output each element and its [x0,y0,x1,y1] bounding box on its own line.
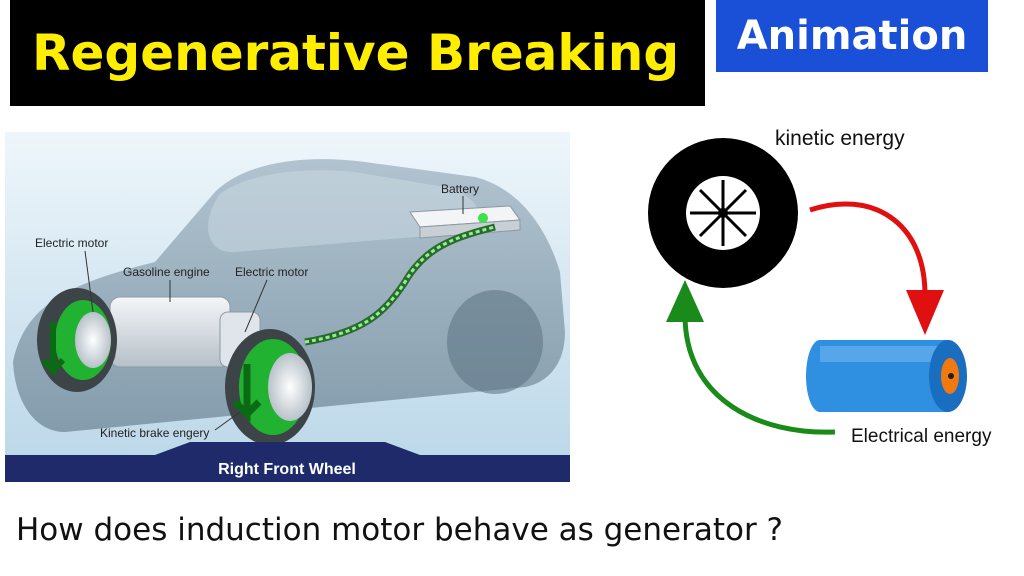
car-illustration: Battery Electric motor Gasoline engine [5,132,570,482]
car-diagram: Battery Electric motor Gasoline engine [5,132,570,482]
to-kinetic-arrow [682,314,836,435]
question-text: How does induction motor behave as gener… [16,512,784,548]
generator-cylinder-icon [806,340,967,412]
right-front-wheel [225,329,315,445]
to-kinetic-arrowhead [666,280,704,322]
page-title: Regenerative Breaking [32,24,680,82]
battery-label: Battery [441,182,479,196]
animation-tag: Animation [716,0,988,72]
to-electrical-arrow [809,201,928,296]
rear-right-wheel [447,290,543,394]
left-front-wheel [37,288,117,392]
electrical-energy-label: Electrical energy [851,426,992,447]
kinetic-energy-label: kinetic energy [775,127,905,150]
animation-tag-label: Animation [736,13,968,59]
kinetic-brake-label: Kinetic brake engery [100,426,209,440]
to-electrical-arrowhead [906,290,944,335]
car-window [208,170,479,253]
gasoline-engine-label: Gasoline engine [123,265,210,279]
electric-motor-front-label: Electric motor [235,265,308,279]
wheel-icon [648,138,798,288]
title-banner: Regenerative Breaking [10,0,705,106]
energy-cycle-diagram: kinetic energy Electrical energy [640,110,1024,460]
energy-cycle-svg: kinetic energy Electrical energy [640,110,1024,460]
caption-label: Right Front Wheel [218,461,356,478]
battery-icon [409,205,521,239]
caption-bar [5,455,570,482]
electric-motor-rear-label: Electric motor [35,236,108,250]
